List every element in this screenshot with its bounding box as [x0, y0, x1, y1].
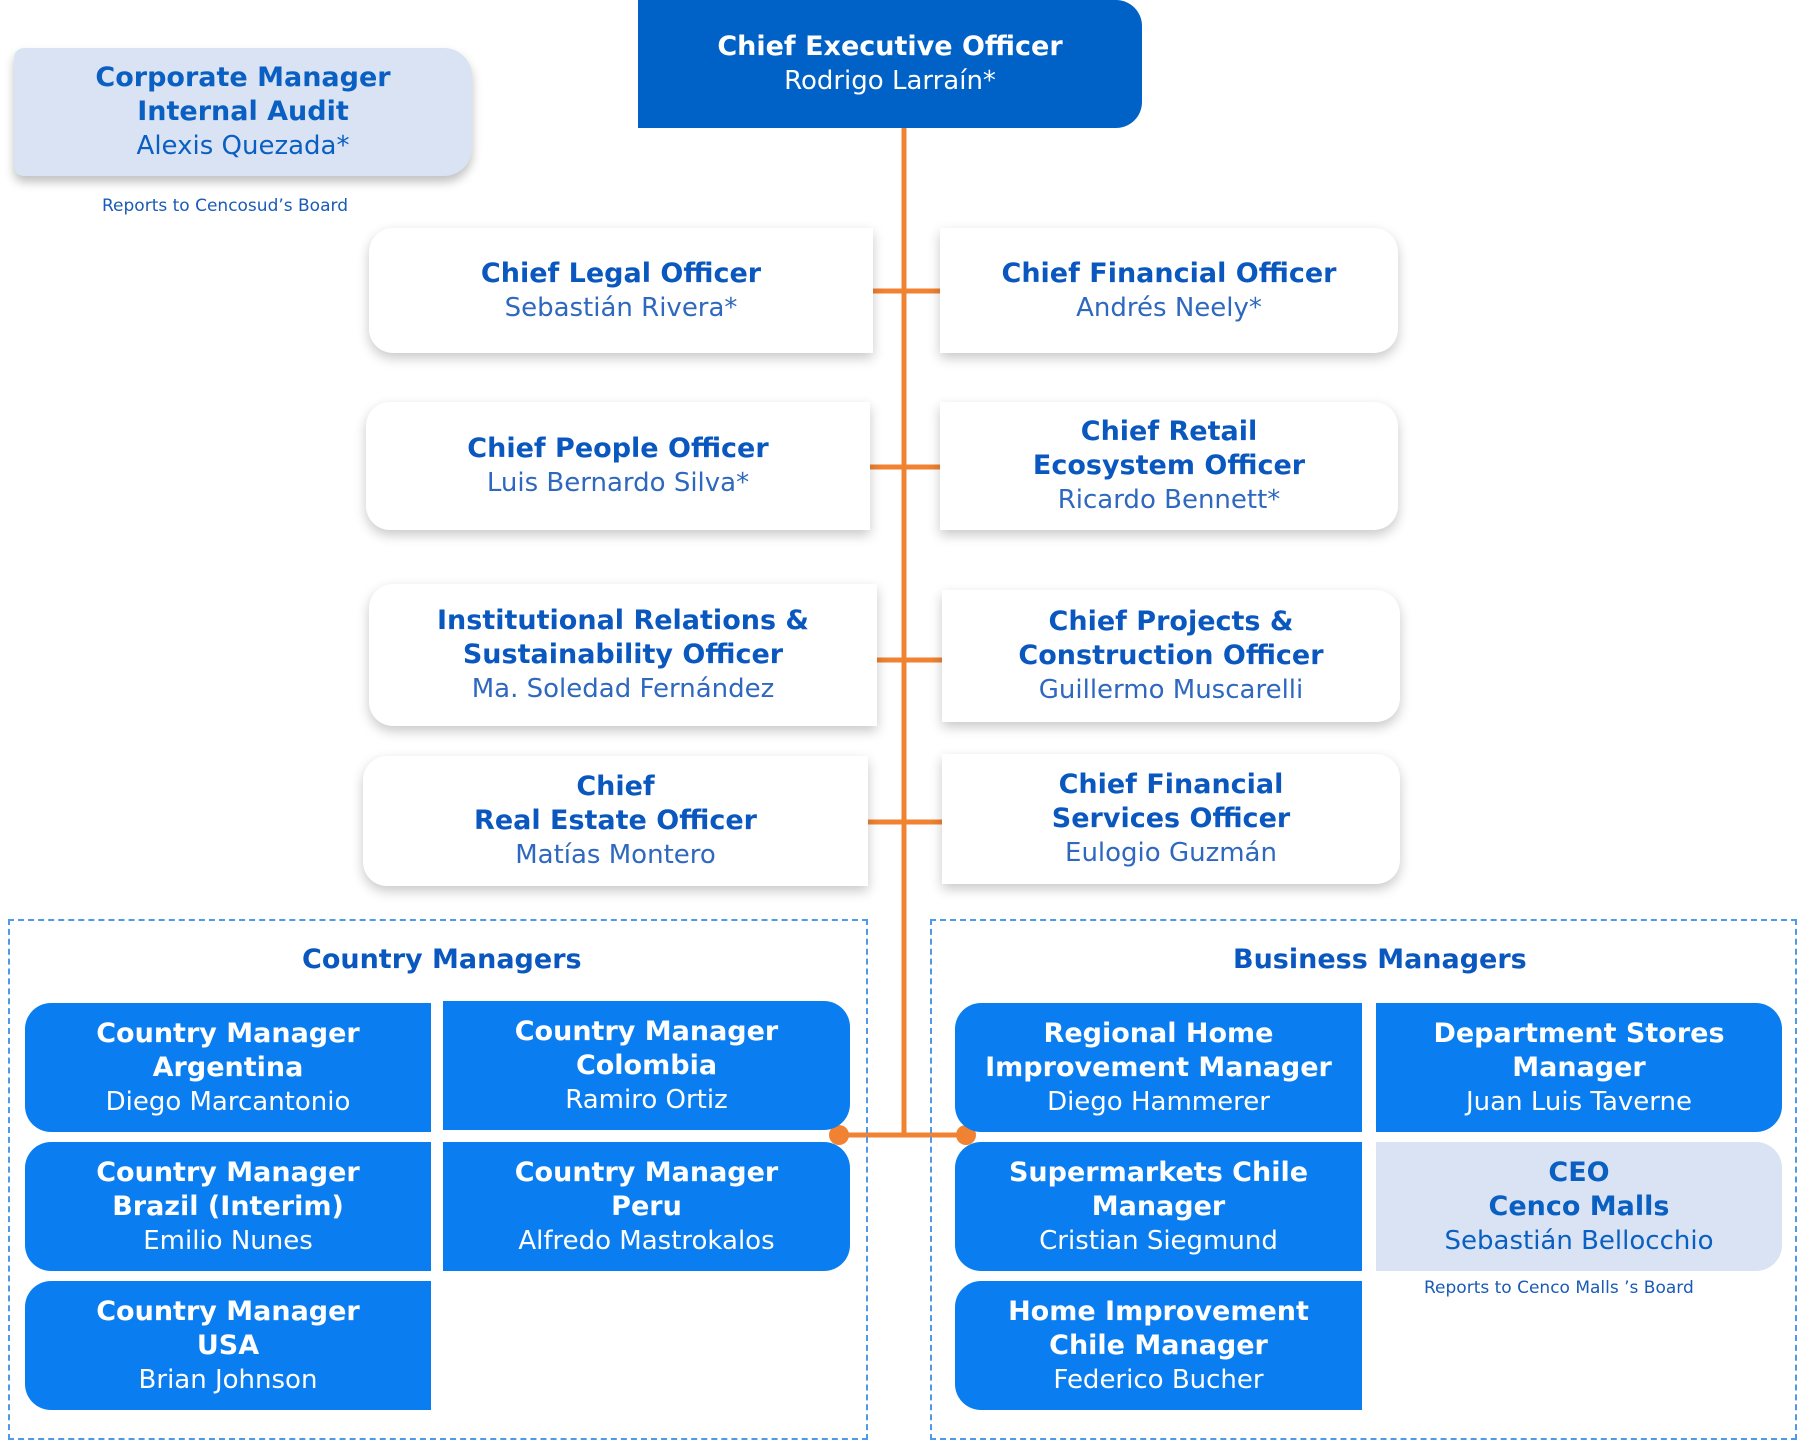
- audit-title-line2: Internal Audit: [137, 96, 349, 127]
- manager-name: Brian Johnson: [138, 1364, 318, 1395]
- officer-title-line2: Ecosystem Officer: [1032, 450, 1306, 481]
- manager-title-line1: Country Manager: [96, 1156, 360, 1188]
- manager-name: Federico Bucher: [1053, 1364, 1264, 1395]
- ceo-title: Chief Executive Officer: [717, 31, 1063, 62]
- officer-name: Andrés Neely*: [1076, 292, 1262, 323]
- regional-home-improvement-manager-box: Regional Home Improvement Manager Diego …: [955, 1003, 1362, 1132]
- manager-title-line1: Department Stores: [1433, 1017, 1725, 1049]
- officer-title-line2: Real Estate Officer: [474, 805, 757, 836]
- ceo-name: Rodrigo Larraín*: [784, 66, 996, 96]
- manager-title-line1: Country Manager: [514, 1015, 779, 1047]
- manager-title-line2: Brazil (Interim): [112, 1190, 344, 1222]
- manager-title-line2: USA: [196, 1329, 260, 1361]
- audit-box: Corporate Manager Internal Audit Alexis …: [14, 48, 472, 176]
- institutional-relations-officer-box: Institutional Relations & Sustainability…: [369, 584, 877, 726]
- manager-name: Juan Luis Taverne: [1466, 1086, 1692, 1117]
- ceo-cenco-malls-box: CEO Cenco Malls Sebastián Bellocchio: [1376, 1142, 1782, 1271]
- connector-dot: [829, 1125, 849, 1145]
- officer-name: Matías Montero: [515, 840, 716, 870]
- manager-name: Alfredo Mastrokalos: [518, 1225, 775, 1256]
- country-managers-section: [8, 919, 868, 1440]
- manager-title-line2: Cenco Malls: [1488, 1190, 1670, 1222]
- officer-title-line1: Chief Retail: [1080, 416, 1258, 447]
- chief-people-officer-box: Chief People Officer Luis Bernardo Silva…: [366, 402, 870, 530]
- manager-name: Diego Hammerer: [1047, 1086, 1270, 1117]
- chief-projects-officer-box: Chief Projects & Construction Officer Gu…: [942, 590, 1400, 722]
- manager-title-line1: Regional Home: [1043, 1017, 1274, 1049]
- officer-name: Ricardo Bennett*: [1057, 485, 1281, 515]
- country-managers-heading: Country Managers: [302, 944, 582, 975]
- manager-title-line1: CEO: [1548, 1156, 1610, 1188]
- manager-title-line1: Home Improvement: [1008, 1295, 1309, 1327]
- manager-title-line2: Colombia: [575, 1049, 718, 1081]
- chief-financial-officer-box: Chief Financial Officer Andrés Neely*: [940, 228, 1398, 353]
- supermarkets-chile-manager-box: Supermarkets Chile Manager Cristian Sieg…: [955, 1142, 1362, 1271]
- department-stores-manager-box: Department Stores Manager Juan Luis Tave…: [1376, 1003, 1782, 1132]
- officer-name: Ma. Soledad Fernández: [471, 674, 775, 704]
- cenco-malls-note: Reports to Cenco Malls ’s Board: [1424, 1278, 1694, 1298]
- officer-name: Eulogio Guzmán: [1065, 838, 1277, 868]
- country-manager-usa-box: Country Manager USA Brian Johnson: [25, 1281, 431, 1410]
- home-improvement-chile-manager-box: Home Improvement Chile Manager Federico …: [955, 1281, 1362, 1410]
- chief-retail-ecosystem-officer-box: Chief Retail Ecosystem Officer Ricardo B…: [940, 402, 1398, 530]
- officer-title-line2: Construction Officer: [1018, 640, 1324, 671]
- officer-title-line1: Chief Financial: [1058, 769, 1284, 800]
- officer-name: Luis Bernardo Silva*: [486, 468, 750, 498]
- officer-title-line2: Sustainability Officer: [462, 639, 784, 670]
- country-manager-colombia-box: Country Manager Colombia Ramiro Ortiz: [443, 1001, 850, 1130]
- business-managers-section: [930, 919, 1797, 1440]
- audit-note: Reports to Cencosud’s Board: [102, 196, 348, 216]
- chief-real-estate-officer-box: Chief Real Estate Officer Matías Montero: [363, 756, 868, 886]
- manager-title-line2: Argentina: [152, 1051, 304, 1083]
- manager-title-line2: Manager: [1512, 1051, 1646, 1083]
- country-manager-argentina-box: Country Manager Argentina Diego Marcanto…: [25, 1003, 431, 1132]
- business-managers-heading: Business Managers: [1233, 944, 1527, 975]
- manager-name: Sebastián Bellocchio: [1444, 1225, 1714, 1256]
- manager-title-line1: Country Manager: [514, 1156, 779, 1188]
- officer-title: Chief Financial Officer: [1001, 257, 1337, 289]
- manager-title-line2: Chile Manager: [1049, 1329, 1268, 1361]
- manager-title-line2: Manager: [1091, 1190, 1226, 1222]
- officer-title-line1: Institutional Relations &: [437, 605, 809, 636]
- manager-title-line2: Peru: [611, 1190, 682, 1222]
- manager-title-line1: Country Manager: [96, 1295, 360, 1327]
- manager-title-line1: Supermarkets Chile: [1008, 1156, 1309, 1188]
- manager-name: Cristian Siegmund: [1039, 1225, 1278, 1256]
- officer-title-line2: Services Officer: [1051, 803, 1291, 834]
- manager-title-line2: Improvement Manager: [985, 1051, 1332, 1083]
- officer-title: Chief Legal Officer: [480, 257, 762, 289]
- officer-title-line1: Chief: [576, 771, 655, 802]
- manager-title-line1: Country Manager: [96, 1017, 360, 1049]
- ceo-box: Chief Executive Officer Rodrigo Larraín*: [638, 0, 1142, 128]
- officer-name: Sebastián Rivera*: [504, 292, 738, 323]
- officer-title: Chief People Officer: [467, 433, 769, 464]
- manager-name: Diego Marcantonio: [105, 1086, 351, 1117]
- chief-financial-services-officer-box: Chief Financial Services Officer Eulogio…: [942, 754, 1400, 884]
- manager-name: Ramiro Ortiz: [565, 1084, 728, 1115]
- officer-name: Guillermo Muscarelli: [1038, 675, 1304, 705]
- manager-name: Emilio Nunes: [143, 1225, 313, 1256]
- officer-title-line1: Chief Projects &: [1048, 606, 1294, 637]
- chief-legal-officer-box: Chief Legal Officer Sebastián Rivera*: [369, 228, 873, 353]
- audit-name: Alexis Quezada*: [136, 131, 350, 161]
- audit-title-line1: Corporate Manager: [95, 62, 391, 93]
- country-manager-peru-box: Country Manager Peru Alfredo Mastrokalos: [443, 1142, 850, 1271]
- country-manager-brazil-box: Country Manager Brazil (Interim) Emilio …: [25, 1142, 431, 1271]
